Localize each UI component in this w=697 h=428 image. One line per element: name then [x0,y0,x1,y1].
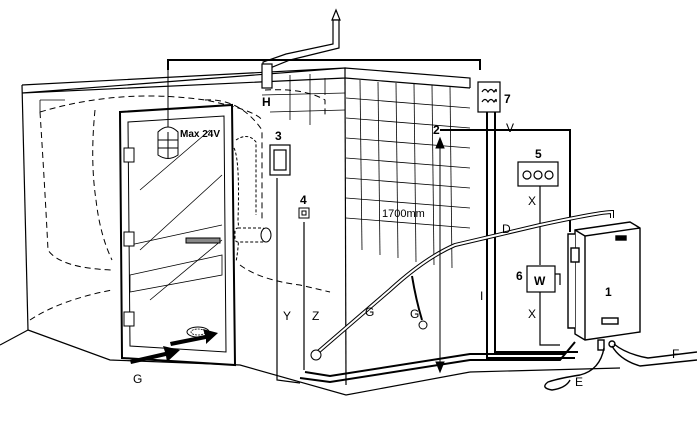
label-G-pipe: G [365,305,374,319]
airflow-arrow-2 [170,329,218,346]
label-7: 7 [504,92,511,106]
height-measurement [435,136,445,374]
label-X-top: X [528,194,536,208]
label-V: V [506,121,514,135]
cable-routing [167,59,578,384]
label-X-bottom: X [528,307,536,321]
ceiling-lamp-icon [157,70,179,159]
door-handle [185,237,221,244]
shower-head-icon [233,136,257,263]
steam-outlet-pipe [261,8,341,89]
water-pipes [544,343,697,391]
label-3: 3 [275,129,282,143]
max-voltage-label: Max 24V [180,129,220,140]
label-1: 1 [605,285,612,299]
steam-hose-inner [317,210,613,353]
glass-door [118,103,237,367]
ceiling-tiles [39,78,326,112]
door-hinges [123,147,135,327]
sensor-4 [298,207,310,219]
label-6: 6 [516,269,523,283]
shower-mixer [234,227,272,243]
label-2: 2 [433,123,440,137]
steam-generator-1 [567,221,641,351]
label-D: D [502,222,511,236]
label-E: E [575,375,583,389]
junction-box-7 [477,81,501,113]
steam-nozzle [310,275,428,361]
airflow-arrow-1 [130,346,180,364]
floor-right [469,367,621,373]
controller-6 [526,265,561,293]
label-I: I [480,289,483,303]
measurement-label: 1700mm [382,208,425,220]
interior-bench-outline [29,89,331,321]
label-Z: Z [312,309,319,323]
right-wall-tiles [345,79,471,269]
label-4: 4 [300,193,307,207]
label-F: F [672,347,679,361]
label-Y: Y [283,309,291,323]
control-panel-3 [269,144,291,176]
relay-box-5 [517,161,559,187]
label-H: H [262,95,271,109]
label-G-mid: G [410,307,419,321]
label-5: 5 [535,147,542,161]
room-walls [0,67,471,396]
label-G-bottom: G [133,372,142,386]
back-wall-tiles [261,74,346,125]
controller-w-label: W [534,274,546,288]
